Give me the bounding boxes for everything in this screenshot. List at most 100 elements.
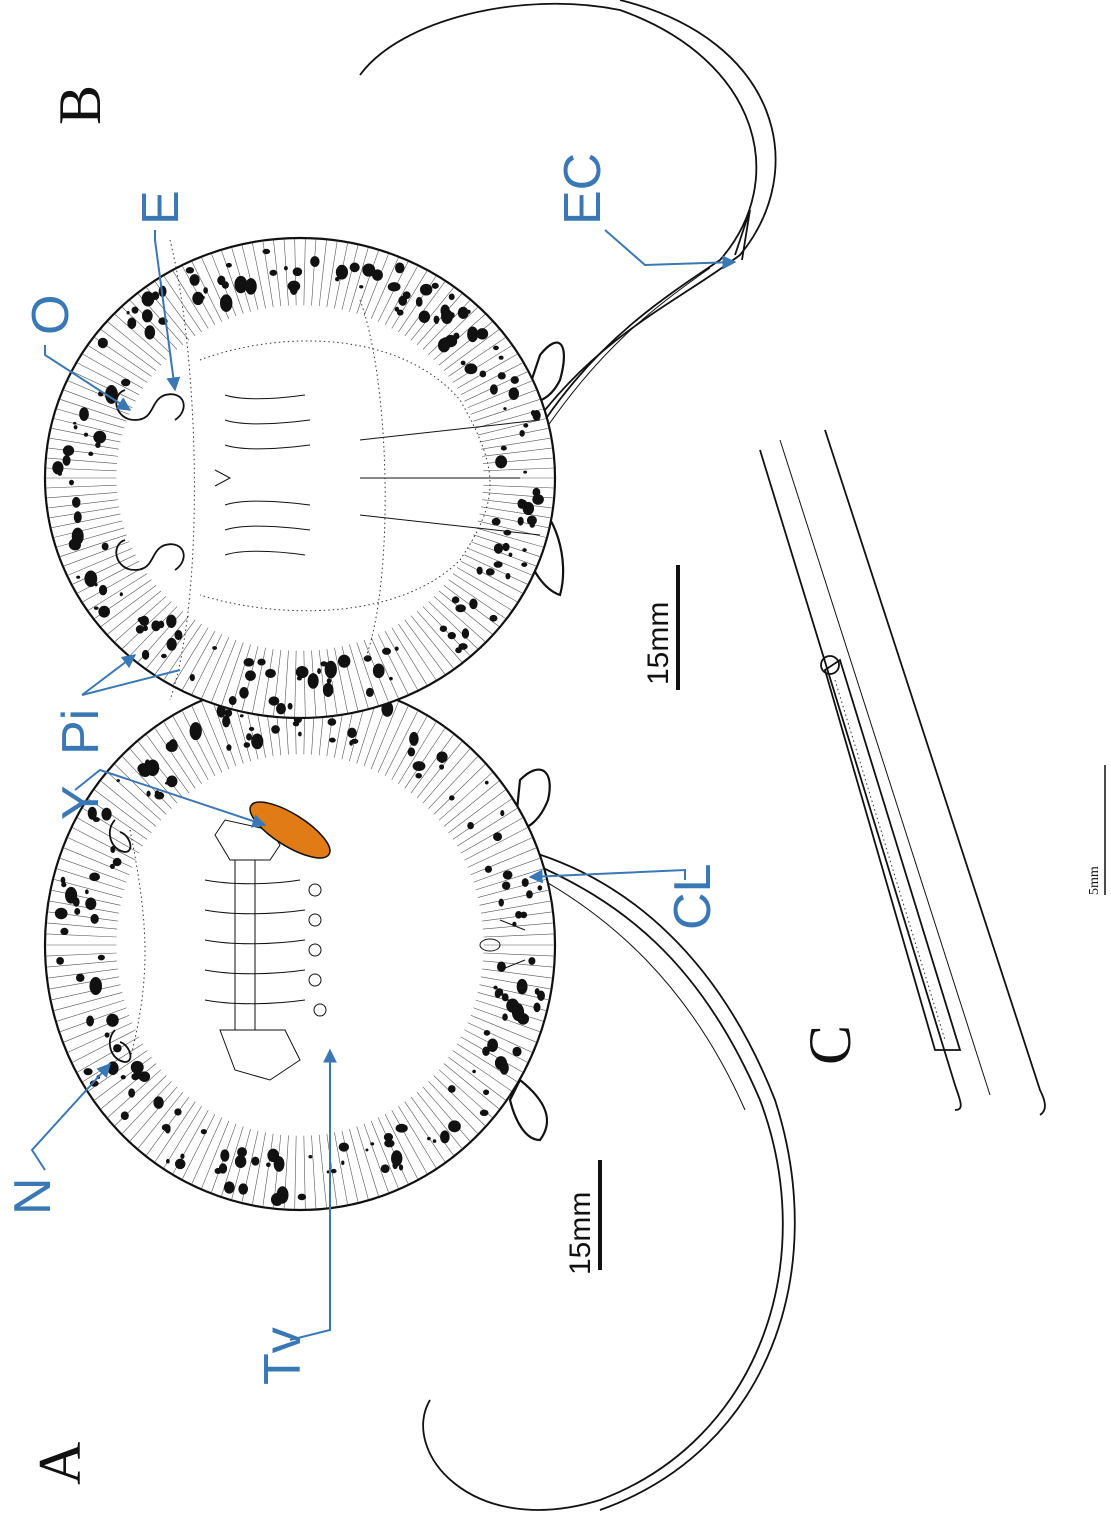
disc-spot <box>246 733 252 740</box>
disc-spot <box>142 650 149 660</box>
disc-spot <box>225 709 233 717</box>
disc-spot <box>76 974 85 982</box>
disc-spot <box>366 688 374 697</box>
disc-spot <box>503 870 513 879</box>
disc-spot <box>395 307 400 312</box>
disc-spot <box>520 500 527 509</box>
disc-spot <box>522 878 529 887</box>
disc-spot <box>420 284 432 296</box>
disc-spot <box>63 455 71 466</box>
disc-spot <box>146 759 159 776</box>
scale-label-c: 5mm <box>1087 866 1102 895</box>
disc-spot <box>143 297 147 302</box>
disc-spot <box>84 570 97 587</box>
disc-spot <box>308 673 319 689</box>
disc-spot <box>89 872 100 881</box>
disc-spot <box>396 1124 408 1133</box>
disc-spot <box>244 742 250 748</box>
disc-spot <box>440 625 447 632</box>
disc-spot <box>217 276 225 286</box>
disc-spot <box>128 1088 135 1097</box>
disc-spot <box>350 263 360 273</box>
disc-spot <box>237 1147 247 1157</box>
disc-spot <box>364 655 372 661</box>
disc-spot <box>162 1124 171 1131</box>
disc-spot <box>502 881 510 889</box>
disc-spot <box>395 262 404 273</box>
disc-spot <box>493 986 497 990</box>
disc-spot <box>329 738 336 743</box>
disc-spot <box>146 791 150 797</box>
disc-spot <box>110 864 115 869</box>
disc-spot <box>449 795 455 800</box>
disc-spot <box>69 480 74 486</box>
disc-spot <box>435 320 439 324</box>
disc-spot <box>105 1032 110 1037</box>
disc-spot <box>89 977 102 995</box>
disc-spot <box>288 703 293 710</box>
disc-spot <box>90 914 98 924</box>
disc-spot <box>485 866 492 873</box>
disc-spot <box>102 543 109 551</box>
disc-spot <box>448 1120 461 1132</box>
disc-spot <box>408 747 415 756</box>
disc-spot <box>517 1013 529 1025</box>
disc-spot <box>132 307 139 314</box>
disc-spot <box>58 471 63 476</box>
disc-spot <box>142 309 153 322</box>
disc-spot <box>338 655 350 668</box>
disc-spot <box>485 781 489 785</box>
disc-spot <box>61 877 66 884</box>
disc-spot <box>503 407 506 410</box>
disc-spot <box>467 310 471 314</box>
disc-spot <box>98 606 110 618</box>
panel-label-c: C <box>797 1025 863 1065</box>
disc-spot <box>154 792 164 800</box>
label-cl: CL <box>664 864 722 930</box>
disc-spot <box>190 674 195 681</box>
disc-spot <box>266 1162 271 1167</box>
disc-spot <box>174 1108 181 1115</box>
disc-spot <box>415 773 422 778</box>
disc-spot <box>74 425 78 429</box>
disc-spot <box>268 696 279 705</box>
disc-spot <box>167 638 177 651</box>
disc-spot <box>327 678 332 683</box>
disc-spot <box>84 433 88 437</box>
disc-spot <box>121 379 130 387</box>
disc-spot <box>476 328 488 339</box>
specimen-a-pelvic-fin-bottom <box>510 1080 547 1140</box>
disc-spot <box>526 890 533 898</box>
disc-spot <box>99 585 107 596</box>
label-ec: EC <box>554 153 612 225</box>
disc-spot <box>403 291 411 299</box>
disc-spot <box>116 779 119 782</box>
disc-spot <box>455 647 462 653</box>
disc-spot <box>274 1156 285 1172</box>
disc-spot <box>409 732 419 746</box>
disc-spot <box>245 670 256 681</box>
disc-spot <box>298 732 302 737</box>
disc-spot <box>482 1046 490 1056</box>
disc-spot <box>226 744 231 751</box>
disc-spot <box>467 822 474 829</box>
disc-spot <box>88 452 93 456</box>
disc-spot <box>201 1129 207 1134</box>
disc-spot <box>494 543 503 553</box>
disc-spot <box>497 961 506 972</box>
disc-spot <box>389 677 393 680</box>
disc-spot <box>467 326 478 342</box>
disc-spot <box>203 287 208 294</box>
disc-spot <box>427 1137 431 1140</box>
specimen-a <box>45 680 795 1510</box>
disc-spot <box>220 294 232 312</box>
label-n: N <box>4 1177 62 1215</box>
panel-label-b: B <box>47 85 113 125</box>
arrow-ec <box>605 230 735 265</box>
disc-spot <box>517 979 528 995</box>
disc-spot <box>107 1061 118 1075</box>
disc-spot <box>523 471 527 474</box>
disc-spot <box>391 1150 402 1166</box>
disc-spot <box>490 384 498 394</box>
